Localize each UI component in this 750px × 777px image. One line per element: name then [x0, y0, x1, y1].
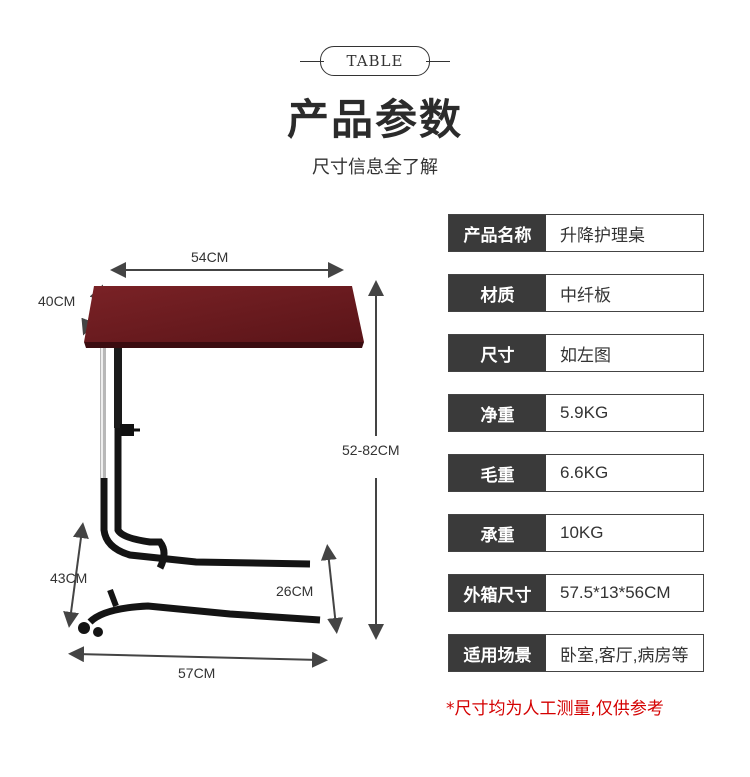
spec-value: 卧室,客厅,病房等 [560, 645, 689, 665]
base-leg-front [87, 602, 321, 625]
dim-arrow-base-width [68, 646, 328, 668]
spec-key: 适用场景 [449, 635, 546, 671]
page-subtitle: 尺寸信息全了解 [312, 157, 438, 178]
spec-key: 外箱尺寸 [449, 575, 546, 611]
spec-row: 产品名称 升降护理桌 [448, 214, 704, 252]
spec-key: 尺寸 [449, 335, 546, 371]
label-leg-gap: 26CM [276, 583, 314, 599]
support-post [114, 348, 122, 428]
base-connector [107, 588, 119, 608]
spec-value: 5.9KG [560, 403, 609, 422]
table-top [84, 286, 364, 342]
caster-wheel [78, 622, 90, 634]
spec-key: 材质 [449, 275, 546, 311]
caster-wheel-2 [93, 627, 103, 637]
spec-value: 57.5*13*56CM [560, 583, 671, 602]
spec-value: 10KG [560, 523, 604, 542]
spec-key: 毛重 [449, 455, 546, 491]
spec-row: 承重 10KG [448, 514, 704, 552]
spec-key: 产品名称 [449, 215, 546, 251]
tag-label: TABLE [320, 46, 430, 76]
spec-row: 外箱尺寸 57.5*13*56CM [448, 574, 704, 612]
dim-arrow-base-height [63, 522, 89, 628]
label-top-depth: 40CM [38, 293, 76, 309]
spec-value: 中纤板 [560, 285, 611, 305]
spec-value: 如左图 [560, 345, 611, 365]
section-tag: TABLE [300, 44, 450, 78]
base-frame [114, 428, 168, 570]
tag-line-left [300, 61, 324, 62]
dim-arrow-leg-gap [320, 544, 344, 634]
spec-value: 升降护理桌 [560, 225, 645, 245]
product-illustration: 54CM 40CM 52-82CM 43CM 26CM 57CM [20, 230, 440, 700]
spec-row: 材质 中纤板 [448, 274, 704, 312]
table-top-edge [84, 342, 364, 348]
spec-key: 承重 [449, 515, 546, 551]
disclaimer-note: *尺寸均为人工测量,仅供参考 [446, 699, 664, 719]
label-base-width: 57CM [178, 665, 216, 681]
chrome-highlight [101, 348, 103, 478]
height-knob [120, 424, 134, 436]
page-title: 产品参数 [286, 95, 463, 144]
base-leg-rear [100, 478, 311, 568]
spec-row: 尺寸 如左图 [448, 334, 704, 372]
header: TABLE 产品参数 尺寸信息全了解 [0, 0, 750, 190]
spec-value: 6.6KG [560, 463, 609, 482]
overbed-table-drawing [63, 262, 384, 668]
spec-key: 净重 [449, 395, 546, 431]
tag-line-right [426, 61, 450, 62]
label-height-range: 52-82CM [342, 442, 400, 458]
spec-row: 毛重 6.6KG [448, 454, 704, 492]
spec-row: 适用场景 卧室,客厅,病房等 [448, 634, 704, 672]
spec-row: 净重 5.9KG [448, 394, 704, 432]
label-top-width: 54CM [191, 249, 229, 265]
label-base-height: 43CM [50, 570, 88, 586]
